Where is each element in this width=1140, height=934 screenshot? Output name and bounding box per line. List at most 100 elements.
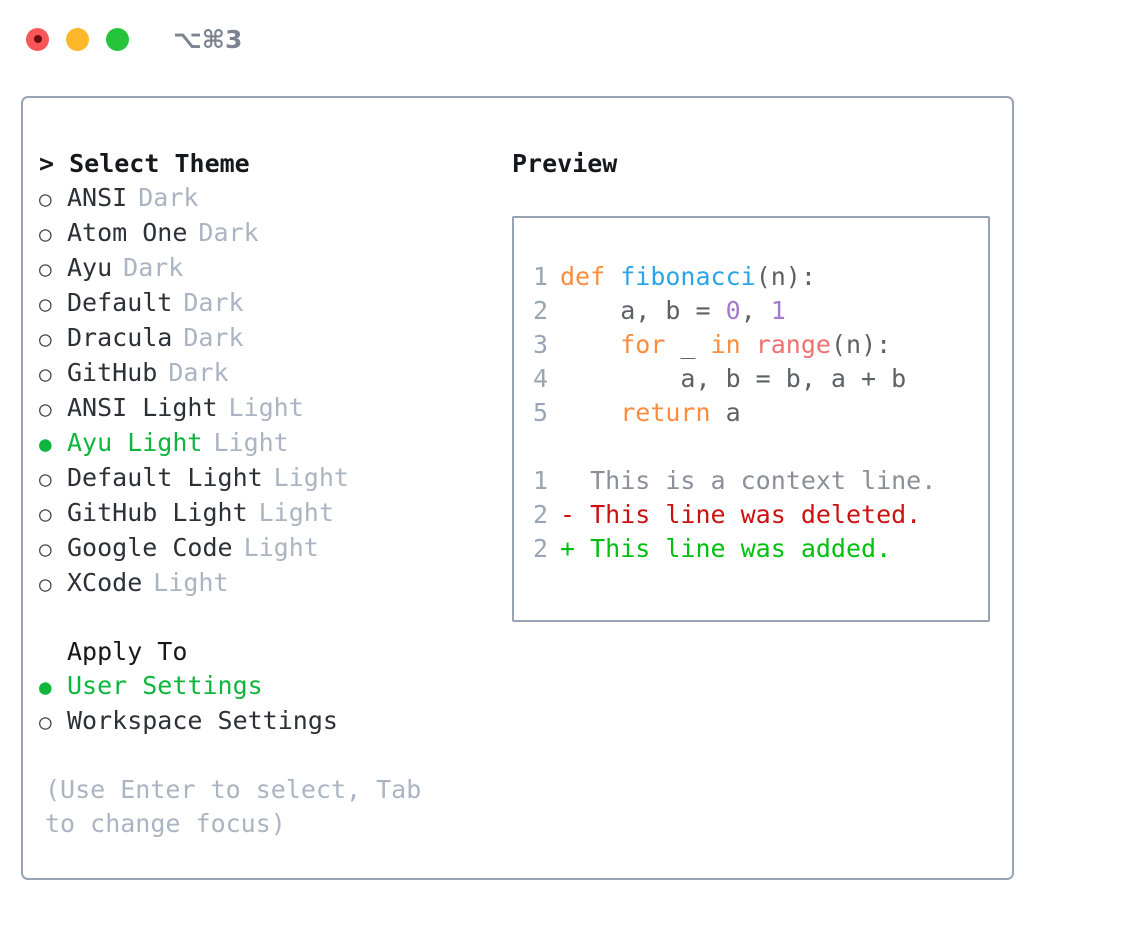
maximize-window-icon[interactable] <box>106 27 129 51</box>
hint-spacer <box>39 739 493 773</box>
theme-option-label: Atom One <box>67 218 188 247</box>
select-theme-header: > Select Theme <box>39 149 250 178</box>
code-token-punc: (n): <box>830 330 892 359</box>
close-dot-icon <box>33 35 42 43</box>
code-token-plain: , <box>740 296 771 325</box>
radio-unselected-icon: ○ <box>39 187 52 211</box>
radio-unselected-icon: ○ <box>39 502 52 526</box>
apply-to-option-user-settings[interactable]: ● User Settings <box>39 669 493 704</box>
code-line-content: a, b = 0, 1 <box>560 294 786 328</box>
keyboard-shortcut-label: ⌥⌘3 <box>173 24 243 54</box>
diff-line-number: 2 <box>532 534 548 563</box>
diff-sign: - <box>560 500 591 529</box>
diff-text: This line was added. <box>590 534 892 563</box>
theme-option-ayu-light[interactable]: ● Ayu Light Light <box>39 426 493 461</box>
code-line-number: 4 <box>532 364 548 393</box>
theme-option-label: Default Light <box>67 463 263 492</box>
code-token-kw: in <box>710 330 756 359</box>
keyboard-hint-text: (Use Enter to select, Tab to change focu… <box>45 775 422 838</box>
code-line-content: for _ in range(n): <box>560 328 891 362</box>
radio-unselected-icon: ○ <box>39 327 52 351</box>
theme-option-github-light[interactable]: ○ GitHub Light Light <box>39 496 493 531</box>
radio-unselected-icon: ○ <box>39 222 52 246</box>
close-window-icon[interactable] <box>26 27 49 51</box>
theme-option-tag: Dark <box>138 183 199 212</box>
theme-option-label: GitHub Light <box>67 498 248 527</box>
code-line: 3 for _ in range(n): <box>514 328 988 362</box>
code-token-plain: _ <box>680 330 711 359</box>
radio-selected-icon: ● <box>39 432 52 456</box>
theme-option-tag: Light <box>153 568 229 597</box>
code-token-num: 1 <box>770 296 786 325</box>
theme-option-label: Default <box>67 288 173 317</box>
theme-option-label: GitHub <box>67 358 158 387</box>
theme-option-atom-one[interactable]: ○ Atom One Dark <box>39 216 493 251</box>
code-indent <box>560 296 620 325</box>
theme-option-label: Google Code <box>67 533 233 562</box>
code-diff-separator <box>514 430 988 464</box>
theme-option-label: Ayu Light <box>67 428 203 457</box>
theme-option-tag: Dark <box>168 358 229 387</box>
preview-title: Preview <box>512 149 618 178</box>
theme-option-tag: Light <box>228 393 304 422</box>
radio-unselected-icon: ○ <box>39 710 52 734</box>
title-bar: ⌥⌘3 <box>0 0 1140 78</box>
radio-unselected-icon: ○ <box>39 467 52 491</box>
code-line-content: def fibonacci(n): <box>560 260 816 294</box>
code-token-plain: a, b = b, a + b <box>680 364 907 393</box>
code-token-plain: a, b = <box>620 296 726 325</box>
diff-line-add: 2 + This line was added. <box>514 532 988 566</box>
radio-unselected-icon: ○ <box>39 362 52 386</box>
theme-option-tag: Light <box>243 533 319 562</box>
theme-option-tag: Dark <box>183 288 244 317</box>
theme-option-label: Ayu <box>67 253 113 282</box>
theme-option-label: ANSI <box>67 183 128 212</box>
radio-unselected-icon: ○ <box>39 537 52 561</box>
minimize-window-icon[interactable] <box>66 27 89 51</box>
theme-option-tag: Light <box>258 498 334 527</box>
theme-option-default[interactable]: ○ Default Dark <box>39 286 493 321</box>
apply-to-header: Apply To <box>67 637 188 666</box>
code-line: 4 a, b = b, a + b <box>514 362 988 396</box>
diff-sign: + <box>560 534 591 563</box>
theme-option-google-code[interactable]: ○ Google Code Light <box>39 531 493 566</box>
code-token-fn: fibonacci <box>620 262 756 291</box>
theme-option-tag: Light <box>273 463 349 492</box>
code-token-kw: for <box>620 330 681 359</box>
theme-option-ansi[interactable]: ○ ANSI Dark <box>39 181 493 216</box>
radio-selected-icon: ● <box>39 675 52 699</box>
diff-line-ctx: 1 This is a context line. <box>514 464 988 498</box>
code-token-num: 0 <box>725 296 741 325</box>
apply-to-option-list: ● User Settings ○Workspace Settings <box>39 669 493 739</box>
code-line-content: a, b = b, a + b <box>560 362 906 396</box>
code-token-kw: return <box>620 398 726 427</box>
theme-option-tag: Dark <box>198 218 259 247</box>
diff-text: This is a context line. <box>590 466 937 495</box>
code-token-punc: (n): <box>755 262 816 291</box>
diff-line-number: 2 <box>532 500 548 529</box>
radio-unselected-icon: ○ <box>39 292 52 316</box>
radio-unselected-icon: ○ <box>39 257 52 281</box>
code-line-content: return a <box>560 396 740 430</box>
diff-sample: 1 This is a context line.2- This line wa… <box>514 464 988 566</box>
diff-line-del: 2- This line was deleted. <box>514 498 988 532</box>
apply-to-option-label: User Settings <box>67 671 263 700</box>
code-line: 2 a, b = 0, 1 <box>514 294 988 328</box>
apply-to-option-workspace-settings[interactable]: ○Workspace Settings <box>39 704 493 739</box>
theme-option-tag: Light <box>213 428 289 457</box>
theme-option-github[interactable]: ○ GitHub Dark <box>39 356 493 391</box>
radio-unselected-icon: ○ <box>39 572 52 596</box>
code-line: 5 return a <box>514 396 988 430</box>
theme-option-default-light[interactable]: ○ Default Light Light <box>39 461 493 496</box>
